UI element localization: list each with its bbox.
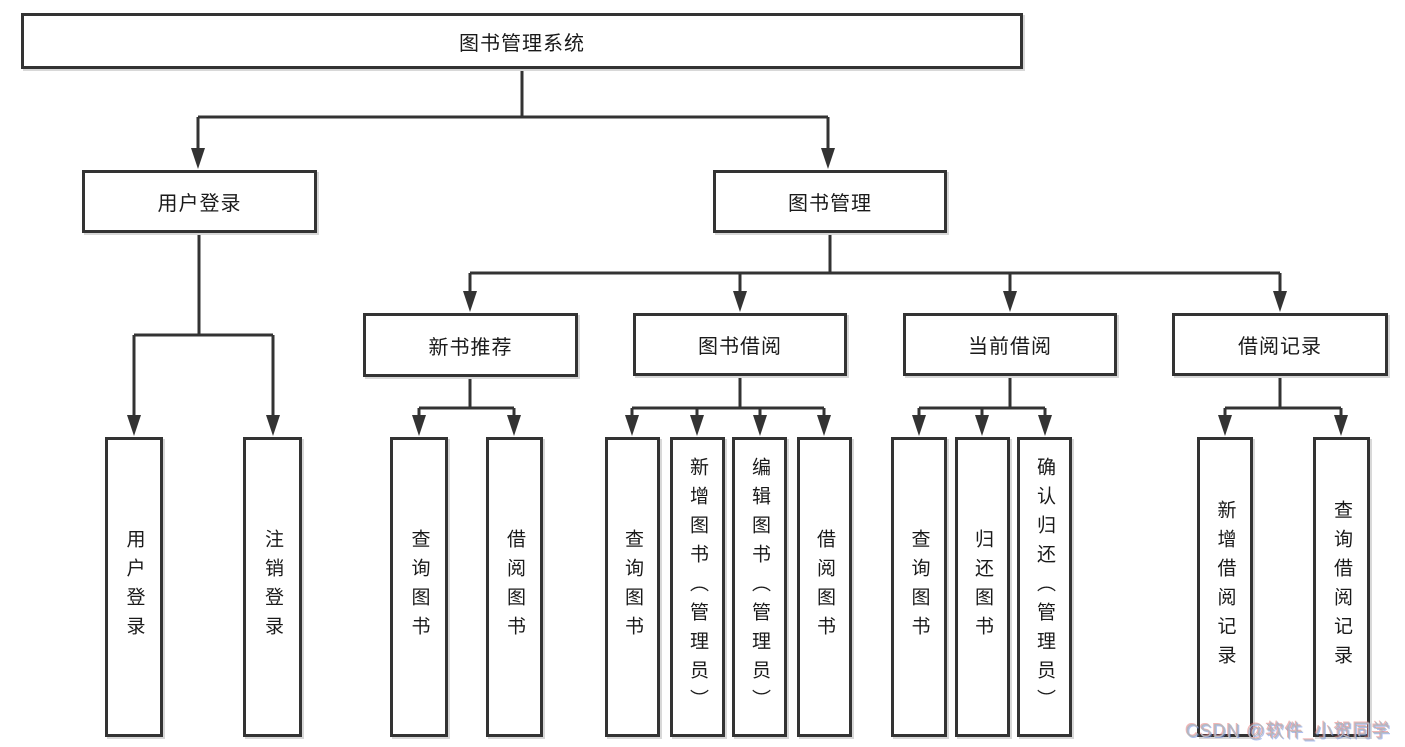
leaf-query-books-recommendation-label: 查询图书 <box>408 529 430 645</box>
node-new-book-recommendation-label: 新书推荐 <box>428 336 513 359</box>
node-book-management-label: 图书管理 <box>788 193 872 215</box>
leaf-borrow-books-recommendation-label: 借阅图书 <box>504 529 525 645</box>
leaf-borrow-books-recommendation: 借阅图书 <box>486 437 543 737</box>
leaf-borrow-books-borrowing-label: 借阅图书 <box>814 529 835 645</box>
node-book-borrowing-label: 图书借阅 <box>698 336 782 358</box>
leaf-logout: 注销登录 <box>243 437 302 737</box>
node-borrowing-records-label: 借阅记录 <box>1238 336 1322 358</box>
leaf-confirm-return-admin-label: 确认归还（管理员） <box>1034 456 1055 718</box>
leaf-return-books-label: 归还图书 <box>972 529 993 645</box>
leaf-logout-label: 注销登录 <box>262 529 283 645</box>
leaf-query-borrow-record: 查询借阅记录 <box>1313 437 1370 737</box>
node-user-login-label: 用户登录 <box>157 193 242 215</box>
leaf-query-books-borrowing-label: 查询图书 <box>622 529 643 645</box>
node-book-borrowing: 图书借阅 <box>633 313 847 376</box>
node-user-login: 用户登录 <box>82 170 317 233</box>
leaf-user-login-label: 用户登录 <box>123 529 145 645</box>
leaf-user-login: 用户登录 <box>105 437 163 737</box>
node-new-book-recommendation: 新书推荐 <box>363 313 578 377</box>
leaf-query-books-current-label: 查询图书 <box>908 529 930 645</box>
leaf-add-books-admin: 新增图书（管理员） <box>670 437 725 737</box>
leaf-query-borrow-record-label: 查询借阅记录 <box>1331 500 1352 674</box>
leaf-borrow-books-borrowing: 借阅图书 <box>797 437 852 737</box>
leaf-return-books: 归还图书 <box>955 437 1010 737</box>
node-current-borrowing: 当前借阅 <box>903 313 1117 376</box>
leaf-edit-books-admin: 编辑图书（管理员） <box>732 437 787 737</box>
leaf-edit-books-admin-label: 编辑图书（管理员） <box>749 456 770 718</box>
node-borrowing-records: 借阅记录 <box>1172 313 1388 376</box>
leaf-add-borrow-record-label: 新增借阅记录 <box>1214 500 1236 674</box>
leaf-add-books-admin-label: 新增图书（管理员） <box>687 456 708 718</box>
leaf-query-books-current: 查询图书 <box>891 437 947 737</box>
leaf-query-books-recommendation: 查询图书 <box>390 437 448 737</box>
node-root-label: 图书管理系统 <box>459 32 585 55</box>
leaf-query-books-borrowing: 查询图书 <box>605 437 660 737</box>
node-root: 图书管理系统 <box>21 13 1023 69</box>
leaf-add-borrow-record: 新增借阅记录 <box>1197 437 1253 737</box>
node-book-management: 图书管理 <box>713 170 947 233</box>
node-current-borrowing-label: 当前借阅 <box>968 336 1052 358</box>
leaf-confirm-return-admin: 确认归还（管理员） <box>1017 437 1072 737</box>
